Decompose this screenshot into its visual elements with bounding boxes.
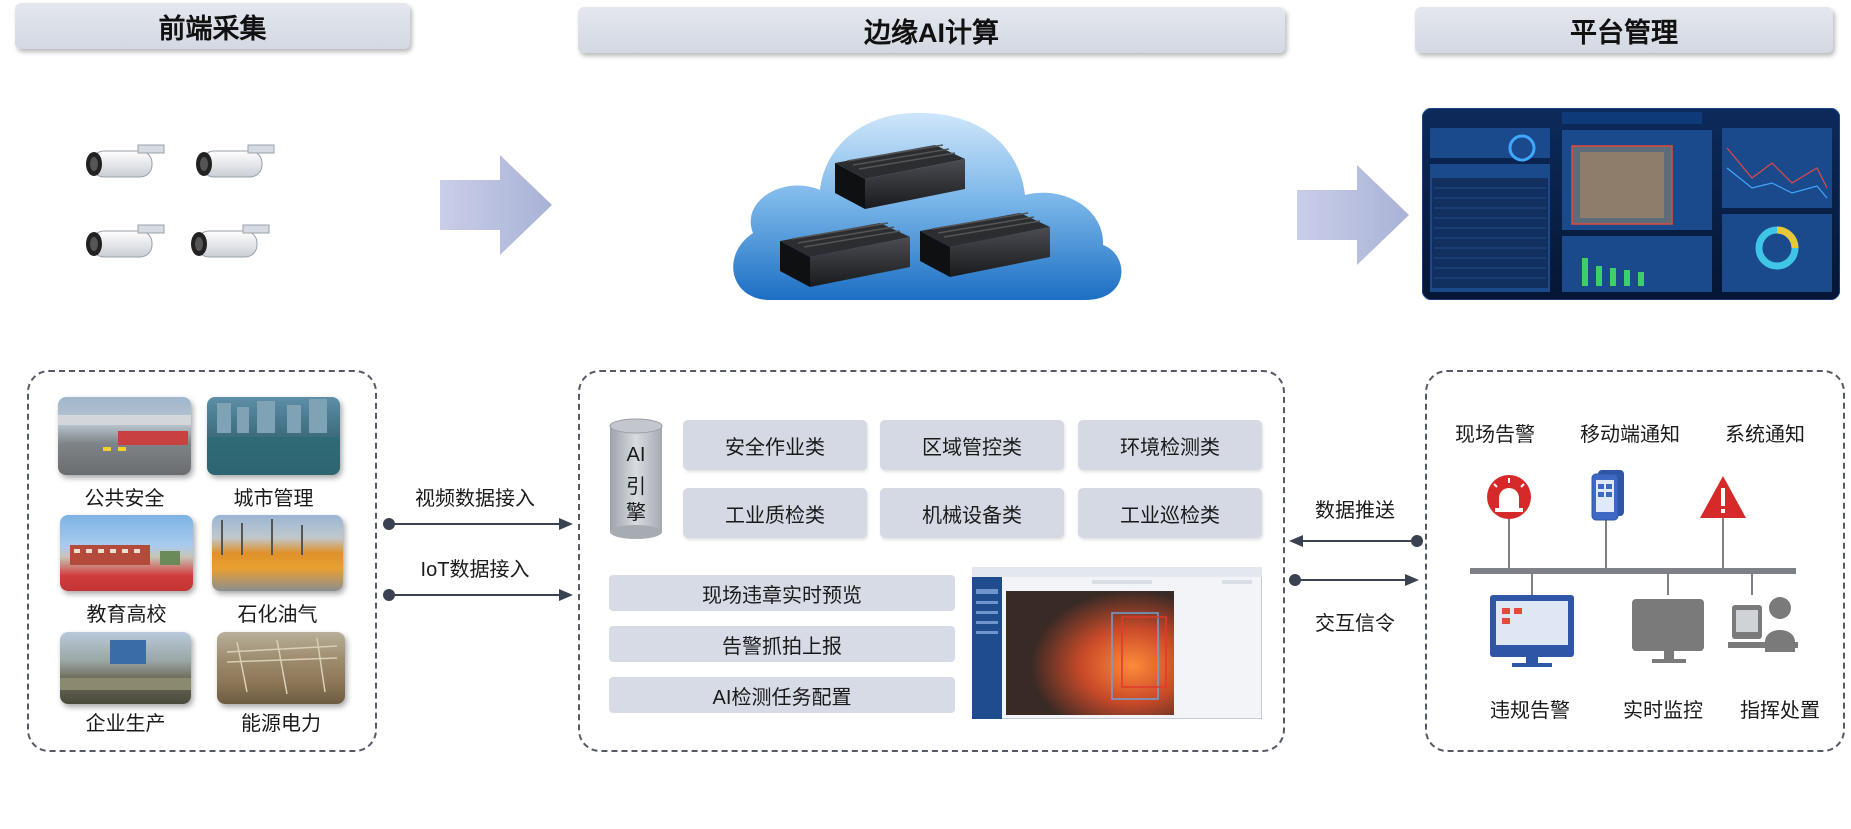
- ai-engine-cylinder: [609, 418, 663, 539]
- scenario-label: 教育高校: [86, 604, 167, 626]
- flow-arrow-right-icon: [1297, 165, 1409, 265]
- function-task-config: AI检测任务配置: [609, 677, 955, 713]
- display-icon: [1632, 599, 1704, 663]
- connector-dot: [1411, 535, 1423, 547]
- scenario-enterprise-image: [60, 632, 191, 704]
- edge-cloud: [733, 112, 1122, 300]
- video-data-connector: [389, 523, 559, 525]
- scenario-label: 企业生产: [85, 713, 166, 735]
- terminal-label: 实时监控: [1623, 700, 1703, 722]
- ai-engine-text: 引: [626, 476, 646, 498]
- monitor-icon: [1490, 595, 1574, 667]
- notify-label: 现场告警: [1455, 424, 1535, 446]
- function-live-preview: 现场违章实时预览: [609, 575, 955, 611]
- category-quality: 工业质检类: [683, 488, 867, 538]
- camera-group: [86, 144, 275, 258]
- panel-platform: [1425, 370, 1845, 752]
- iot-data-connector: [389, 594, 559, 596]
- connector-arrowhead: [1289, 535, 1303, 547]
- header-platform: 平台管理: [1415, 7, 1833, 53]
- ai-engine-text: AI: [626, 444, 646, 466]
- mobile-phone-icon: [1591, 470, 1624, 521]
- category-machinery: 机械设备类: [880, 488, 1064, 538]
- signaling-label: 交互信令: [1315, 613, 1395, 635]
- data-push-label: 数据推送: [1315, 500, 1395, 522]
- operator-icon: [1728, 597, 1798, 652]
- camera-icon: [86, 144, 165, 178]
- video-data-access-label: 视频数据接入: [415, 488, 535, 510]
- connector-arrowhead: [1405, 574, 1419, 586]
- edge-box-icon: [780, 222, 910, 287]
- preview-screenshot-image: [972, 567, 1262, 719]
- scenario-public-safety-image: [58, 397, 191, 475]
- terminal-label: 违规告警: [1490, 700, 1570, 722]
- scenario-energy-image: [217, 632, 345, 704]
- warning-triangle-icon: [1700, 476, 1746, 518]
- notify-label: 系统通知: [1725, 424, 1805, 446]
- camera-icon: [191, 224, 270, 258]
- camera-icon: [86, 224, 165, 258]
- edge-box-icon: [835, 144, 965, 209]
- scenario-petrochemical-image: [212, 515, 343, 591]
- alarm-siren-icon: [1487, 475, 1531, 519]
- scenario-label: 城市管理: [233, 488, 314, 510]
- category-patrol: 工业巡检类: [1078, 488, 1262, 538]
- platform-bus-diagram: [1470, 470, 1798, 667]
- scenario-label: 公共安全: [84, 488, 165, 510]
- flow-arrow-right-icon: [440, 155, 552, 255]
- iot-data-access-label: IoT数据接入: [420, 559, 530, 581]
- notify-label: 移动端通知: [1580, 424, 1680, 446]
- header-front-collection: 前端采集: [15, 3, 410, 49]
- connector-arrowhead: [559, 518, 573, 530]
- edge-box-icon: [920, 212, 1050, 277]
- ai-engine-text: 擎: [626, 502, 646, 524]
- signaling-connector: [1295, 579, 1405, 581]
- scenario-education-image: [60, 515, 193, 591]
- category-environment: 环境检测类: [1078, 420, 1262, 470]
- scenario-label: 能源电力: [241, 713, 321, 735]
- function-alert-capture: 告警抓拍上报: [609, 626, 955, 662]
- data-push-connector: [1303, 540, 1417, 542]
- category-safety-ops: 安全作业类: [683, 420, 867, 470]
- terminal-label: 指挥处置: [1740, 700, 1820, 722]
- camera-icon: [196, 144, 275, 178]
- scenario-city-management-image: [207, 397, 340, 475]
- header-edge-ai: 边缘AI计算: [578, 7, 1285, 53]
- connector-arrowhead: [559, 589, 573, 601]
- category-area-control: 区域管控类: [880, 420, 1064, 470]
- platform-dashboard-image: [1422, 108, 1840, 300]
- scenario-label: 石化油气: [237, 604, 318, 626]
